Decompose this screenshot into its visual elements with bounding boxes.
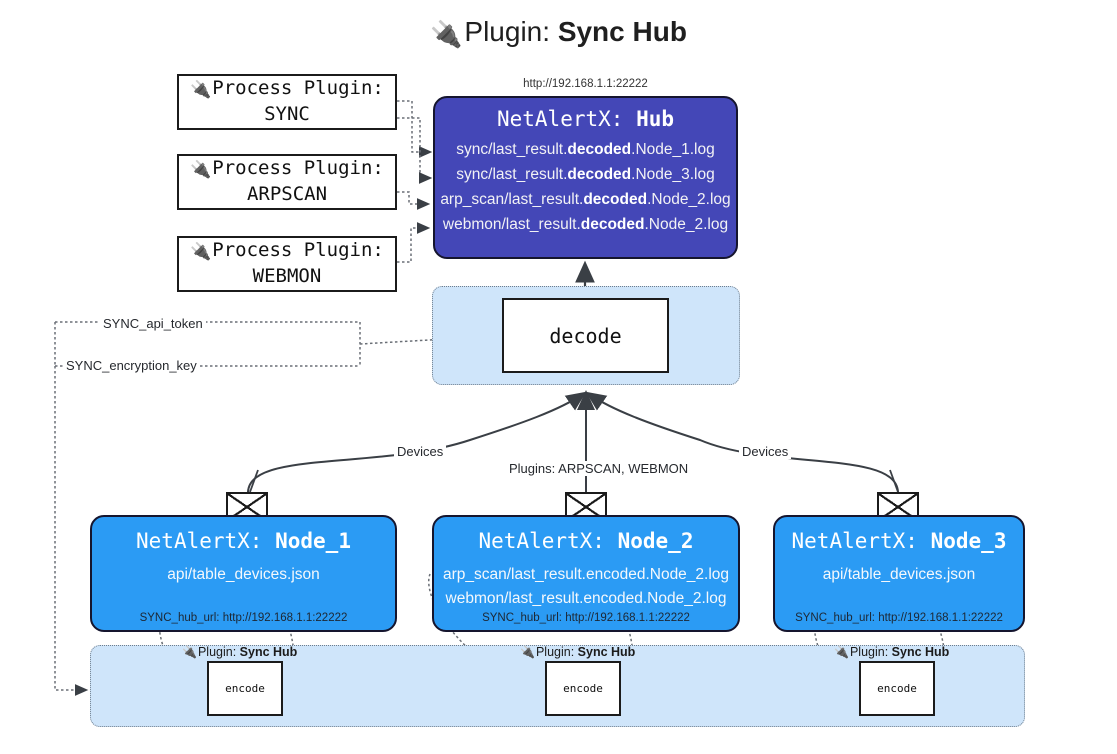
plugin-tag-3-prefix: Plugin: bbox=[849, 645, 889, 659]
decode-box[interactable]: decode bbox=[502, 298, 669, 373]
page-title: 🔌Plugin: Sync Hub bbox=[0, 16, 1117, 50]
node-3-hub-url: SYNC_hub_url: http://192.168.1.1:22222 bbox=[795, 612, 1003, 624]
plug-icon: 🔌 bbox=[190, 80, 212, 101]
hub-log-4: webmon/last_result.decoded.Node_2.log bbox=[442, 216, 729, 234]
hub-node[interactable]: NetAlertX: Hub sync/last_result.decoded.… bbox=[433, 96, 738, 259]
node-1-title-name: Node_1 bbox=[275, 529, 351, 553]
process-plugin-webmon-line1: Process Plugin: bbox=[212, 239, 384, 262]
hub-log-1: sync/last_result.decoded.Node_1.log bbox=[456, 141, 715, 158]
node-1-hub-url: SYNC_hub_url: http://192.168.1.1:22222 bbox=[139, 612, 348, 624]
link-arpscan-to-hub bbox=[397, 191, 431, 210]
node-3-line-1: api/table_devices.json bbox=[822, 566, 976, 583]
hub-title-prefix: NetAlertX: bbox=[496, 107, 624, 131]
node-2-hub-url: SYNC_hub_url: http://192.168.1.1:22222 bbox=[482, 612, 690, 624]
node-2[interactable]: NetAlertX: Node_2 arp_scan/last_result.e… bbox=[432, 515, 740, 632]
plugin-tag-1-prefix: Plugin: bbox=[197, 645, 237, 659]
node-3-title-name: Node_3 bbox=[930, 529, 1007, 553]
edge-label-plugins: Plugins: ARPSCAN, WEBMON bbox=[506, 461, 692, 476]
process-plugin-webmon-line2: WEBMON bbox=[252, 265, 322, 288]
node-3-title-prefix: NetAlertX: bbox=[791, 529, 918, 553]
encode-box-3[interactable]: encode bbox=[859, 661, 935, 716]
plug-icon: 🔌 bbox=[520, 645, 535, 659]
encode-box-1[interactable]: encode bbox=[207, 661, 283, 716]
edge-label-api-token: SYNC_api_token bbox=[100, 316, 206, 331]
node-1-line-1: api/table_devices.json bbox=[167, 566, 320, 583]
process-plugin-webmon[interactable]: 🔌Process Plugin: WEBMON bbox=[177, 236, 397, 292]
process-plugin-arpscan-line2: ARPSCAN bbox=[246, 183, 328, 206]
plug-icon: 🔌 bbox=[190, 242, 212, 263]
node-2-title-name: Node_2 bbox=[617, 529, 694, 553]
plug-icon: 🔌 bbox=[182, 645, 197, 659]
node-3[interactable]: NetAlertX: Node_3 api/table_devices.json… bbox=[773, 515, 1025, 632]
encode-box-2[interactable]: encode bbox=[545, 661, 621, 716]
plug-icon: 🔌 bbox=[834, 645, 849, 659]
node-2-title-prefix: NetAlertX: bbox=[478, 529, 605, 553]
plugin-tag-2-name: Sync Hub bbox=[577, 645, 636, 659]
hub-log-3: arp_scan/last_result.decoded.Node_2.log bbox=[440, 191, 731, 209]
tick-envelope-3 bbox=[889, 469, 899, 493]
node-1-title-prefix: NetAlertX: bbox=[136, 529, 263, 553]
page-title-prefix: Plugin: bbox=[464, 16, 551, 47]
edge-label-devices-left: Devices bbox=[394, 444, 447, 459]
node-1[interactable]: NetAlertX: Node_1 api/table_devices.json… bbox=[90, 515, 397, 632]
plug-icon: 🔌 bbox=[190, 160, 212, 181]
edge-node3-to-decode bbox=[585, 391, 899, 493]
link-sync-to-hub-2 bbox=[397, 117, 433, 184]
hub-log-2: sync/last_result.decoded.Node_3.log bbox=[456, 166, 715, 184]
link-webmon-to-hub bbox=[397, 222, 431, 263]
plugin-tag-3: 🔌Plugin: Sync Hub bbox=[834, 645, 949, 659]
node-2-line-2: webmon/last_result.encoded.Node_2.log bbox=[445, 590, 727, 608]
plugin-tag-1: 🔌Plugin: Sync Hub bbox=[182, 645, 297, 659]
process-plugin-arpscan[interactable]: 🔌Process Plugin: ARPSCAN bbox=[177, 154, 397, 210]
process-plugin-sync[interactable]: 🔌Process Plugin: SYNC bbox=[177, 74, 397, 130]
process-plugin-arpscan-line1: Process Plugin: bbox=[212, 157, 384, 180]
plugin-tag-1-name: Sync Hub bbox=[239, 645, 298, 659]
process-plugin-sync-line1: Process Plugin: bbox=[212, 77, 384, 100]
plugin-tag-3-name: Sync Hub bbox=[891, 645, 950, 659]
edge-label-encryption-key: SYNC_encryption_key bbox=[63, 358, 200, 373]
plugin-tag-2: 🔌Plugin: Sync Hub bbox=[520, 645, 635, 659]
page-title-name: Sync Hub bbox=[557, 16, 687, 47]
hub-title-name: Hub bbox=[636, 107, 675, 131]
tick-envelope-1 bbox=[249, 469, 259, 493]
process-plugin-sync-line2: SYNC bbox=[264, 103, 310, 126]
edge-label-devices-right: Devices bbox=[739, 444, 792, 459]
hub-url-label: http://192.168.1.1:22222 bbox=[523, 78, 648, 90]
plugin-tag-2-prefix: Plugin: bbox=[535, 645, 575, 659]
node-2-line-1: arp_scan/last_result.encoded.Node_2.log bbox=[442, 566, 730, 583]
link-sync-to-hub-1 bbox=[397, 100, 433, 158]
plug-icon: 🔌 bbox=[430, 19, 463, 49]
